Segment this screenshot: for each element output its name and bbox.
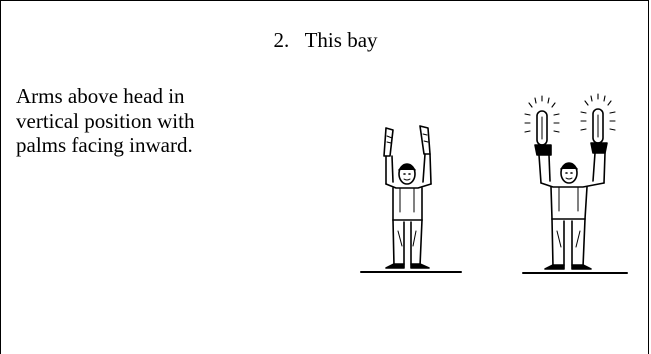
marshaller-lighted-wands-icon (521, 93, 631, 283)
description-line-2: vertical position with (16, 108, 195, 133)
signal-title: This bay (304, 28, 378, 52)
signal-number: 2. (273, 28, 290, 52)
marshaller-arms-raised-icon (356, 116, 466, 281)
signal-heading: 2. This bay (1, 27, 650, 53)
signal-description: Arms above head in vertical position wit… (16, 84, 266, 158)
description-line-1: Arms above head in (16, 84, 185, 108)
description-line-3: palms facing inward. (16, 133, 193, 157)
